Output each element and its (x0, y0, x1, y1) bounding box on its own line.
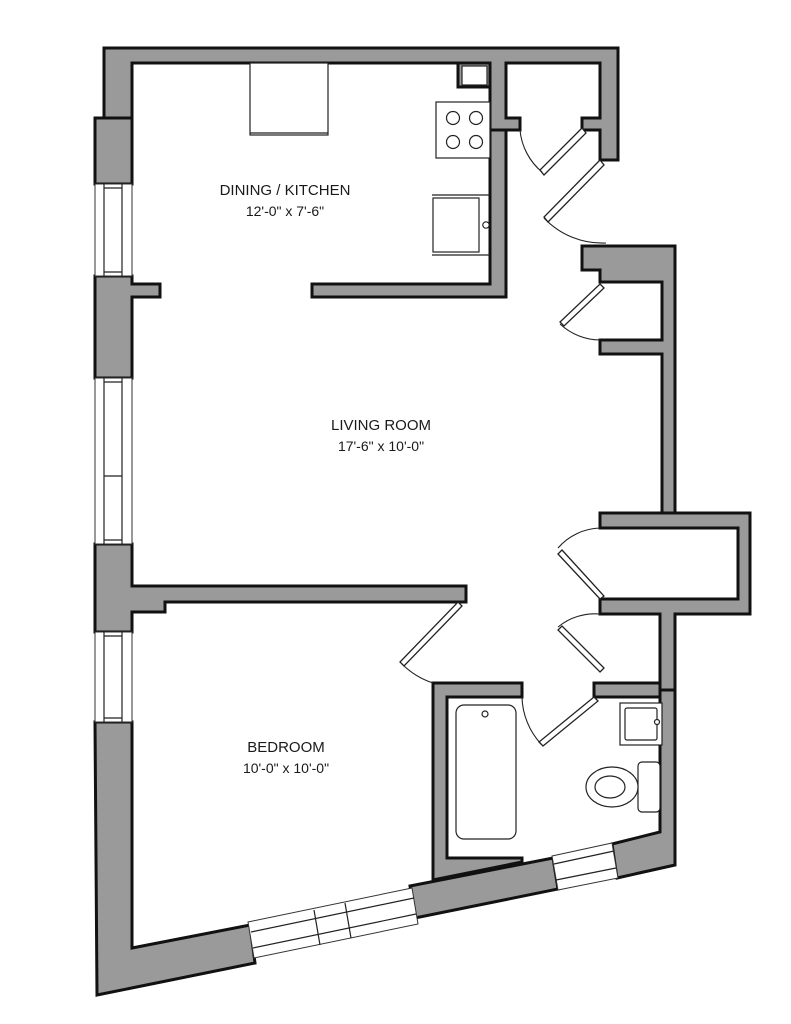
window-icon (94, 631, 133, 723)
door-swing-icon (519, 127, 587, 176)
window-icon (94, 377, 133, 545)
kitchen-sink-icon (432, 197, 490, 253)
wall-left-upper (93, 116, 134, 186)
wall-left-bottom (93, 720, 257, 997)
living-room-size: 17'-6" x 10'-0" (338, 438, 424, 454)
wall-top (102, 46, 620, 162)
wall-right-closet (598, 511, 752, 692)
living-room-name: LIVING ROOM (331, 417, 431, 434)
door-swing-icon (543, 159, 607, 244)
bedroom-size: 10'-0" x 10'-0" (243, 760, 329, 776)
kitchen-cabinet (461, 65, 488, 86)
bedroom-name: BEDROOM (247, 739, 325, 756)
room-labels: DINING / KITCHEN 12'-0" x 7'-6" LIVING R… (220, 182, 431, 776)
wall-left-lower (93, 542, 468, 634)
door-swing-icon (557, 527, 605, 600)
door-swing-icon (521, 696, 599, 747)
windows (94, 183, 619, 959)
window-icon (94, 183, 133, 277)
walls (93, 46, 752, 997)
doors (399, 127, 607, 747)
wall-bathroom-left (431, 681, 524, 882)
dining-kitchen-size: 12'-0" x 7'-6" (246, 203, 324, 219)
wall-kitchen-partition (310, 128, 508, 299)
stove-icon (435, 101, 491, 159)
door-swing-icon (559, 283, 605, 341)
range-hood (249, 62, 329, 136)
door-swing-icon (557, 613, 605, 673)
bathroom-fixtures (455, 702, 663, 840)
toilet-icon (585, 761, 661, 813)
bathroom-sink-icon (619, 702, 663, 746)
window-icon (551, 842, 619, 891)
kitchen-fixtures (249, 62, 491, 256)
bathtub-icon (455, 704, 517, 840)
dining-kitchen-name: DINING / KITCHEN (220, 182, 351, 199)
wall-left-middle (93, 274, 162, 380)
wall-bath-closet-divider (592, 681, 662, 699)
window-icon (247, 887, 419, 959)
door-swing-icon (399, 601, 463, 684)
